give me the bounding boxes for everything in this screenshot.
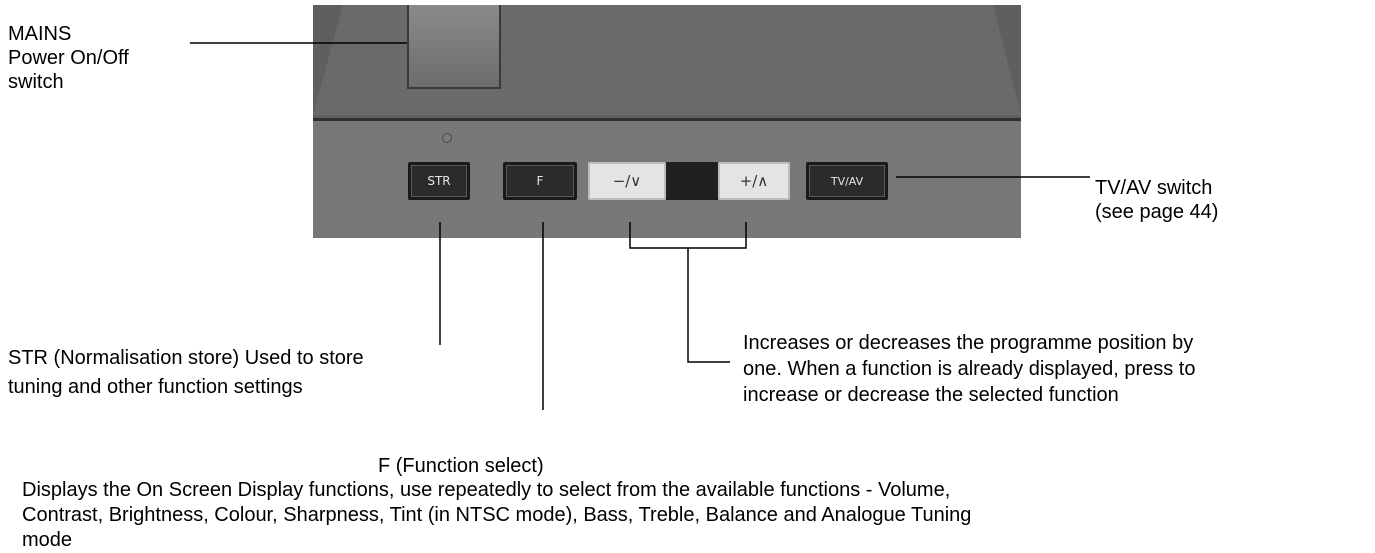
- mains-callout-line-2: Power On/Off: [8, 47, 129, 69]
- callout-leader-lines: [190, 42, 1090, 410]
- f-callout-title: F (Function select): [378, 455, 544, 477]
- mains-callout: MAINS Power On/Off switch: [8, 22, 129, 94]
- mains-callout-line-3: switch: [8, 71, 64, 93]
- tvav-callout-line-2: (see page 44): [1095, 201, 1219, 223]
- function-select-button[interactable]: F: [503, 162, 577, 200]
- str-callout-line-2: tuning and other function settings: [8, 376, 303, 398]
- tvav-callout: TV/AV switch (see page 44): [1095, 176, 1218, 224]
- f-callout-line-2: Contrast, Brightness, Colour, Sharpness,…: [22, 504, 972, 526]
- mains-power-switch[interactable]: [407, 5, 501, 89]
- str-button[interactable]: STR: [408, 162, 470, 200]
- tvav-callout-line-1: TV/AV switch: [1095, 177, 1213, 199]
- updown-leader-line: [687, 248, 730, 363]
- tv-front-panel: STR F −/∨ +/∧ TV/AV: [313, 5, 1021, 238]
- tv-av-switch-button[interactable]: TV/AV: [806, 162, 888, 200]
- f-callout-line-3: mode: [22, 529, 73, 551]
- f-callout-description: Displays the On Screen Display functions…: [22, 478, 1362, 553]
- decrease-button[interactable]: −/∨: [588, 162, 666, 200]
- f-callout-line-1: Displays the On Screen Display functions…: [22, 479, 951, 501]
- str-callout: STR (Normalisation store) Used to store …: [8, 344, 508, 402]
- updown-callout-line-1: Increases or decreases the programme pos…: [743, 332, 1194, 354]
- updown-callout-line-2: one. When a function is already displaye…: [743, 358, 1196, 380]
- updown-bracket: [629, 222, 747, 249]
- updown-callout: Increases or decreases the programme pos…: [743, 330, 1363, 408]
- increase-button[interactable]: +/∧: [718, 162, 790, 200]
- str-callout-line-1: STR (Normalisation store) Used to store: [8, 347, 364, 369]
- rocker-gap: [666, 162, 718, 200]
- updown-callout-line-3: increase or decrease the selected functi…: [743, 384, 1119, 406]
- power-indicator-led: [442, 133, 452, 143]
- mains-callout-line-1: MAINS: [8, 23, 72, 45]
